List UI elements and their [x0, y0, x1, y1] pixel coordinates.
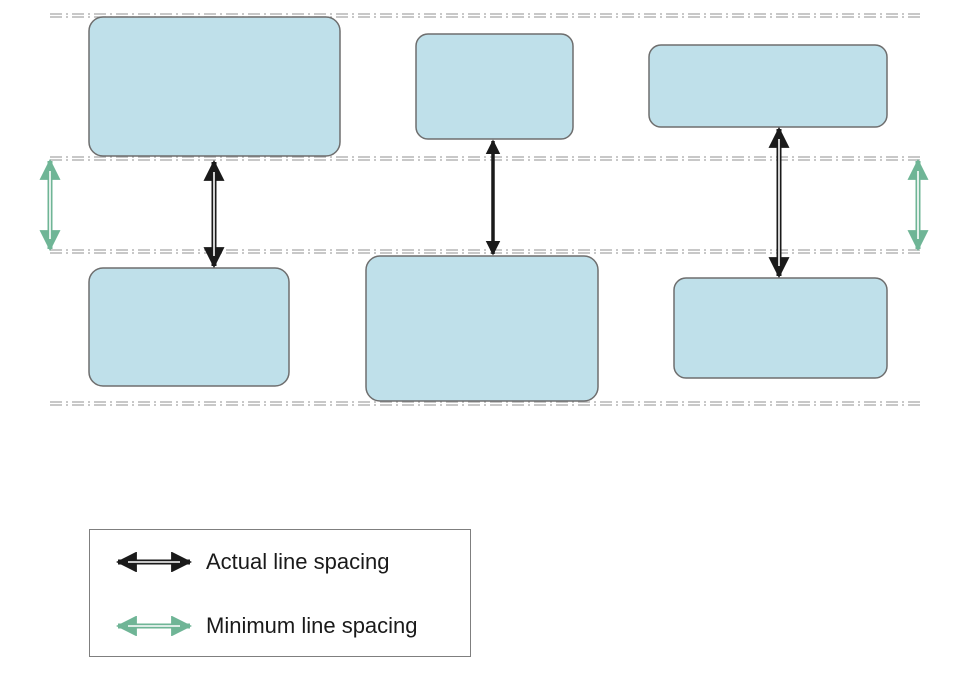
- double-arrow-icon: [115, 552, 193, 572]
- double-arrow-icon: [115, 616, 193, 636]
- legend: Actual line spacing Minimum line spacing: [89, 529, 471, 657]
- box-top-left: [88, 16, 341, 157]
- minimum-spacing-arrows: [39, 158, 929, 252]
- box-bottom-right: [673, 277, 888, 379]
- box-top-middle: [415, 33, 574, 140]
- box-top-right: [648, 44, 888, 128]
- content-boxes: [88, 16, 888, 402]
- legend-item-actual: Actual line spacing: [114, 547, 389, 577]
- box-bottom-middle: [365, 255, 599, 402]
- box-bottom-left: [88, 267, 290, 387]
- legend-label-actual: Actual line spacing: [206, 549, 390, 574]
- legend-item-minimum: Minimum line spacing: [114, 611, 418, 641]
- legend-label-minimum: Minimum line spacing: [206, 613, 418, 638]
- actual-spacing-arrows: [203, 126, 790, 279]
